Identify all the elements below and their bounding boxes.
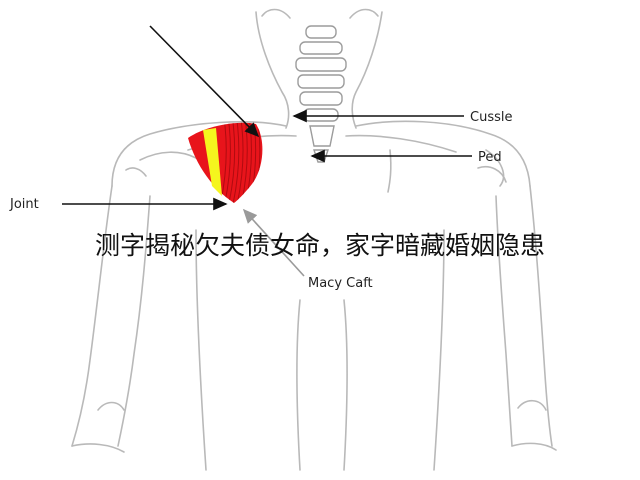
left-arm-inner [117, 195, 151, 447]
neck-right-line [351, 11, 383, 129]
left-shoulder-line [111, 121, 287, 187]
right-humerus-head [477, 166, 507, 183]
right-elbow [517, 399, 547, 411]
muscle-fiber-line [236, 122, 244, 203]
right-arm-inner [495, 195, 513, 447]
torso-right-line [433, 229, 445, 471]
sternum-line-left [296, 299, 301, 471]
muscle-highlight-band [203, 128, 222, 196]
macy-caft-arrow [242, 208, 305, 277]
jaw-left-line [261, 8, 291, 19]
ped-label: Ped [478, 150, 502, 165]
cussle-label: Cussle [470, 110, 512, 125]
chest-mark [387, 149, 392, 193]
jaw-right-line [349, 8, 379, 19]
right-shoulder-line [355, 120, 531, 187]
muscle-fiber-line [227, 122, 236, 203]
sternum-line-right [343, 299, 348, 471]
pointer-arrows [62, 25, 472, 277]
joint-label: Joint [9, 197, 39, 212]
left-elbow [97, 401, 125, 411]
macy-caft-label: Macy Caft [308, 276, 373, 291]
caption-text: 测字揭秘欠夫债女命，家字暗藏婚姻隐患 [95, 231, 545, 260]
arrow-to-deltoid [149, 25, 260, 138]
right-wrist [511, 442, 557, 451]
right-arm-outer [529, 185, 553, 447]
left-humerus-head [125, 167, 147, 177]
cervical-spine [295, 25, 347, 163]
left-acromion [139, 151, 197, 161]
neck-left-line [255, 11, 290, 129]
left-arm-outer [71, 185, 113, 447]
deltoid-muscle [188, 122, 263, 203]
muscle-fiber-line [223, 122, 231, 203]
right-clavicle [345, 134, 457, 153]
muscle-fiber-line [232, 122, 240, 203]
torso-left-line [195, 229, 207, 471]
body-outline [71, 8, 557, 471]
right-acromion [485, 149, 505, 187]
left-wrist [71, 443, 125, 453]
